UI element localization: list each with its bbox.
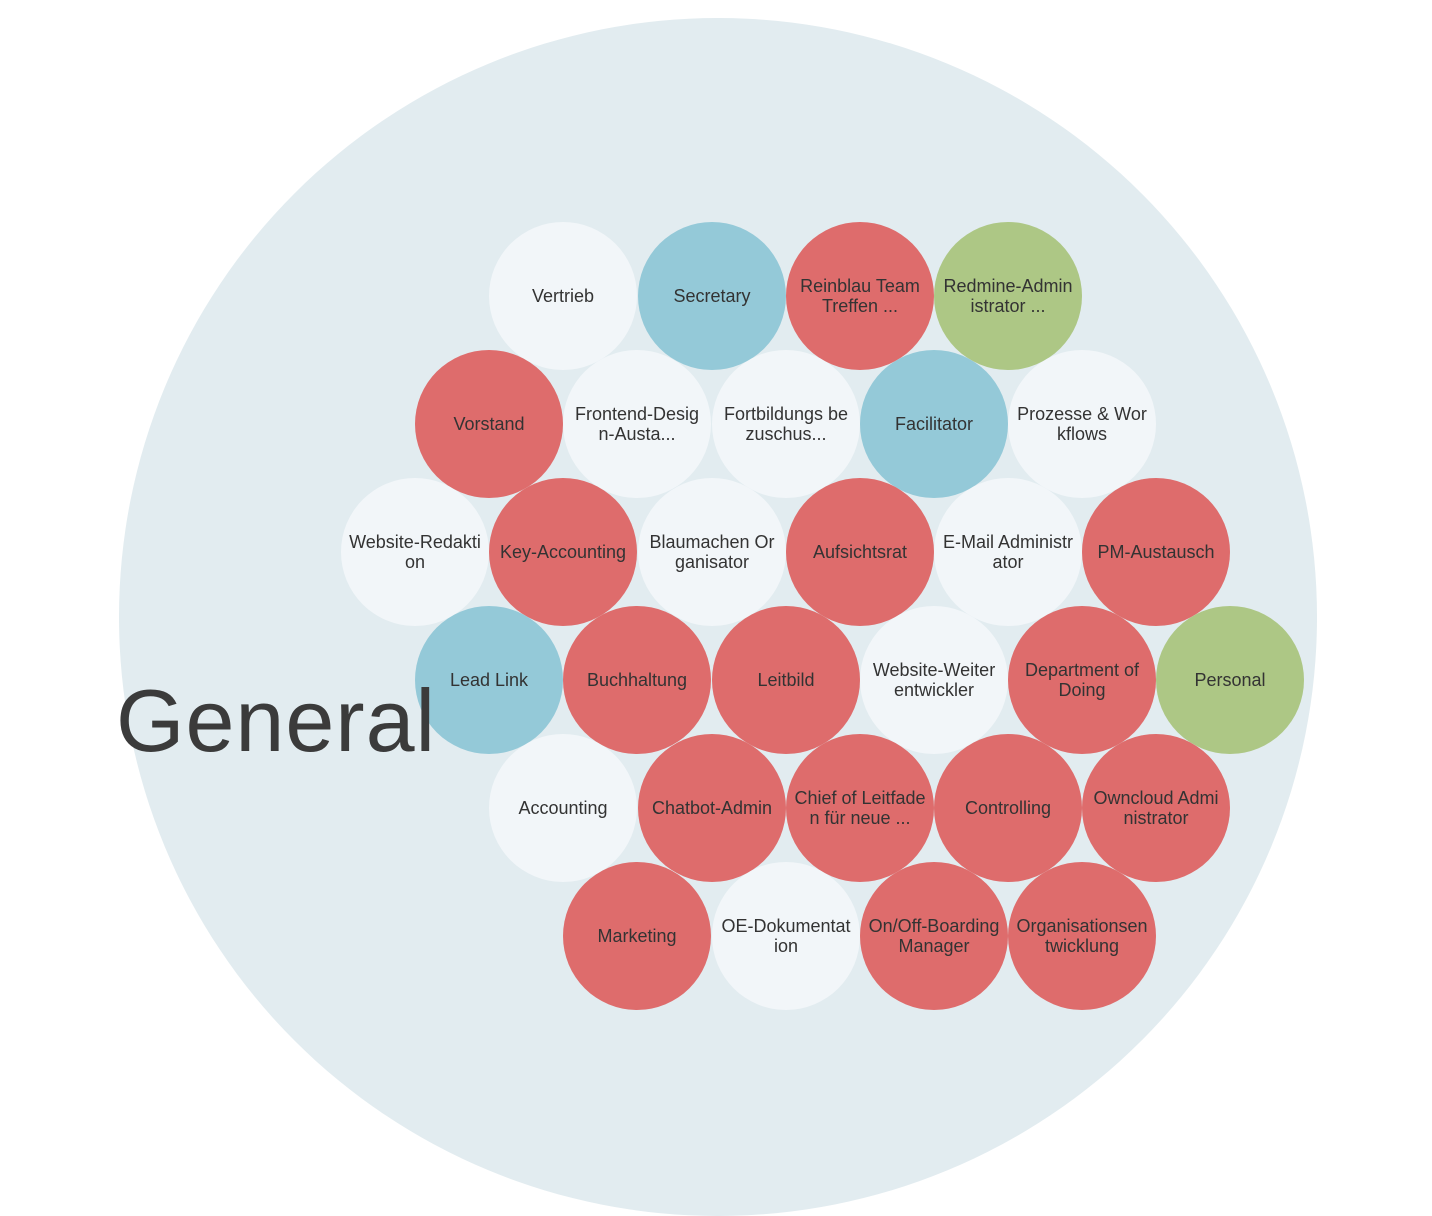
role-label: Aufsichtsrat	[812, 542, 908, 562]
role-circle[interactable]: PM-Austausch	[1082, 478, 1230, 626]
role-circle[interactable]: Lead Link	[415, 606, 563, 754]
role-label: Secretary	[673, 286, 751, 306]
role-label: Key-Accounting	[499, 542, 627, 562]
role-label: Website-Redaktion	[349, 532, 481, 572]
role-label: Reinblau Team Treffen ...	[800, 276, 920, 316]
role-label: Owncloud Administrator	[1093, 788, 1219, 828]
role-circle[interactable]: Vorstand	[415, 350, 563, 498]
role-label: Buchhaltung	[586, 670, 688, 690]
role-circle[interactable]: Vertrieb	[489, 222, 637, 370]
role-label: Vertrieb	[531, 286, 595, 306]
role-circle[interactable]: Secretary	[638, 222, 786, 370]
role-circle[interactable]: Organisationsentwicklung	[1008, 862, 1156, 1010]
role-label: OE-Dokumentation	[721, 916, 851, 956]
role-label: Website-Weiterentwickler	[872, 660, 996, 700]
role-circle[interactable]: Frontend-Design-Austa...	[563, 350, 711, 498]
role-label: On/Off-Boarding Manager	[868, 916, 1000, 956]
role-circle[interactable]: Redmine-Administrator ...	[934, 222, 1082, 370]
role-label: Redmine-Administrator ...	[943, 276, 1073, 316]
role-label: Personal	[1194, 670, 1266, 690]
role-circle[interactable]: Key-Accounting	[489, 478, 637, 626]
circle-title: General	[116, 671, 437, 770]
role-label: Fortbildungs bezuschus...	[723, 404, 849, 444]
role-circle[interactable]: On/Off-Boarding Manager	[860, 862, 1008, 1010]
role-label: Prozesse & Workflows	[1017, 404, 1147, 444]
role-circle[interactable]: Controlling	[934, 734, 1082, 882]
role-label: Marketing	[597, 926, 677, 946]
role-label: Leitbild	[757, 670, 815, 690]
role-circle[interactable]: Accounting	[489, 734, 637, 882]
role-label: Chief of Leitfaden für neue ...	[794, 788, 926, 828]
role-circle[interactable]: Leitbild	[712, 606, 860, 754]
role-circle[interactable]: Reinblau Team Treffen ...	[786, 222, 934, 370]
role-circle[interactable]: Facilitator	[860, 350, 1008, 498]
role-label: PM-Austausch	[1097, 542, 1215, 562]
role-label: Controlling	[964, 798, 1052, 818]
role-circle[interactable]: E-Mail Administrator	[934, 478, 1082, 626]
role-circle[interactable]: Chief of Leitfaden für neue ...	[786, 734, 934, 882]
role-circle[interactable]: Chatbot-Admin	[638, 734, 786, 882]
role-label: Vorstand	[453, 414, 525, 434]
role-label: Facilitator	[894, 414, 974, 434]
role-label: Accounting	[518, 798, 608, 818]
role-circle[interactable]: Blaumachen Organisator	[638, 478, 786, 626]
role-circle[interactable]: Personal	[1156, 606, 1304, 754]
role-circle[interactable]: Department of Doing	[1008, 606, 1156, 754]
role-circle[interactable]: Aufsichtsrat	[786, 478, 934, 626]
role-circle[interactable]: OE-Dokumentation	[712, 862, 860, 1010]
role-circle[interactable]: Prozesse & Workflows	[1008, 350, 1156, 498]
role-label: Organisationsentwicklung	[1016, 916, 1148, 956]
role-circle[interactable]: Website-Weiterentwickler	[860, 606, 1008, 754]
role-circle[interactable]: Fortbildungs bezuschus...	[712, 350, 860, 498]
role-label: Department of Doing	[1024, 660, 1140, 700]
role-circle[interactable]: Owncloud Administrator	[1082, 734, 1230, 882]
role-label: Frontend-Design-Austa...	[574, 404, 700, 444]
role-circle[interactable]: Marketing	[563, 862, 711, 1010]
role-label: Chatbot-Admin	[651, 798, 773, 818]
role-label: Lead Link	[449, 670, 529, 690]
role-circle[interactable]: Buchhaltung	[563, 606, 711, 754]
role-label: Blaumachen Organisator	[649, 532, 775, 572]
role-label: E-Mail Administrator	[942, 532, 1074, 572]
role-circle[interactable]: Website-Redaktion	[341, 478, 489, 626]
